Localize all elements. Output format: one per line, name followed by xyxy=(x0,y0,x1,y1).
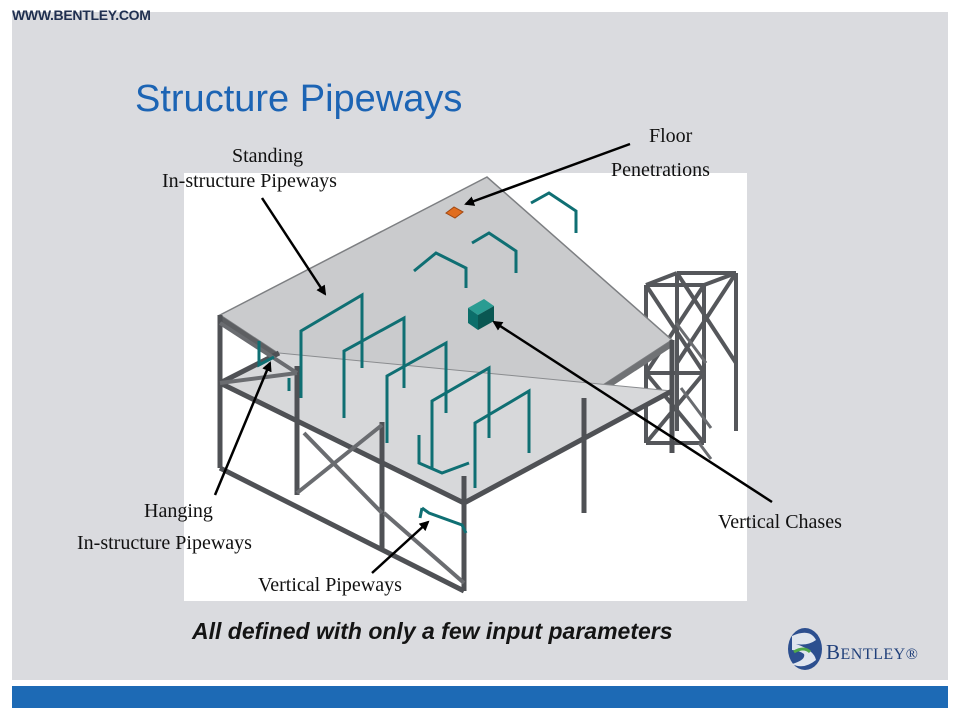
vertical-chases-label: Vertical Chases xyxy=(718,511,842,533)
floor-label-line2: Penetrations xyxy=(611,159,710,181)
site-url: WWW.BENTLEY.COM xyxy=(12,7,151,23)
floor-label-line1: Floor xyxy=(649,125,693,147)
bentley-logo: BENTLEY® xyxy=(786,626,926,672)
structure-model-illustration xyxy=(217,176,738,594)
stair-tower xyxy=(644,271,738,445)
vertical-chase xyxy=(468,299,494,330)
bentley-wordmark: BENTLEY® xyxy=(826,640,919,664)
floor-penetration xyxy=(445,206,464,219)
vertical-pipeways-label: Vertical Pipeways xyxy=(258,574,402,596)
hanging-label-line1: Hanging xyxy=(144,500,213,522)
slide-title: Structure Pipeways xyxy=(135,78,463,120)
bentley-b-mark-icon xyxy=(788,628,822,670)
standing-label-line1: Standing xyxy=(232,145,304,167)
vertical-pipeways xyxy=(418,506,468,534)
standing-label-line2: In-structure Pipeways xyxy=(162,170,337,192)
hanging-label-line2: In-structure Pipeways xyxy=(77,532,252,554)
structure-drawing xyxy=(184,173,747,601)
footer-bar xyxy=(12,686,948,708)
slide-caption: All defined with only a few input parame… xyxy=(192,618,673,644)
